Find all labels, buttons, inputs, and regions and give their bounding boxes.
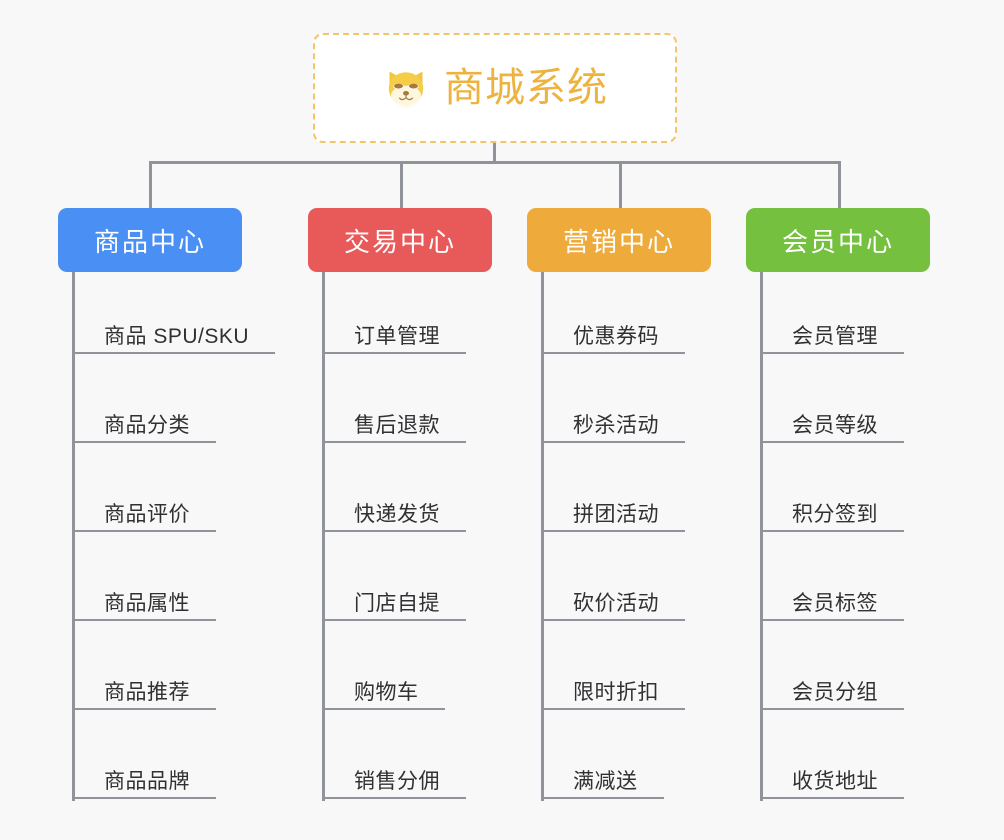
leaf-label: 拼团活动 xyxy=(573,503,659,526)
category-label-2: 交易中心 xyxy=(343,226,456,257)
leaf-item[interactable]: 商品 SPU/SKU xyxy=(72,314,276,354)
leaf-label: 商品分类 xyxy=(104,414,190,437)
leaf-item[interactable]: 会员管理 xyxy=(760,314,904,354)
leaf-item[interactable]: 快递发货 xyxy=(322,492,466,532)
leaf-item[interactable]: 门店自提 xyxy=(322,581,466,621)
category-label-1: 商品中心 xyxy=(93,226,206,257)
leaf-item[interactable]: 收货地址 xyxy=(760,759,904,799)
leaf-label: 商品属性 xyxy=(104,592,190,615)
leaf-item[interactable]: 秒杀活动 xyxy=(541,403,685,443)
leaf-label: 会员等级 xyxy=(792,414,878,437)
leaf-label: 积分签到 xyxy=(792,503,878,526)
leaf-label: 门店自提 xyxy=(354,592,440,615)
connector-spine-2 xyxy=(322,272,325,801)
category-box-4[interactable]: 会员中心 xyxy=(746,208,930,272)
leaf-item[interactable]: 砍价活动 xyxy=(541,581,685,621)
leaf-label: 订单管理 xyxy=(354,325,440,348)
connector-root-stem xyxy=(493,143,496,164)
leaf-label: 限时折扣 xyxy=(573,681,659,704)
leaf-item[interactable]: 会员标签 xyxy=(760,581,904,621)
leaf-label: 砍价活动 xyxy=(573,592,659,615)
leaf-label: 会员标签 xyxy=(792,592,878,615)
leaf-label: 购物车 xyxy=(354,681,419,704)
leaf-item[interactable]: 商品推荐 xyxy=(72,670,216,710)
connector-spine-3 xyxy=(541,272,544,801)
leaf-label: 快递发货 xyxy=(354,503,440,526)
category-box-3[interactable]: 营销中心 xyxy=(527,208,711,272)
category-label-3: 营销中心 xyxy=(562,226,675,257)
connector-drop-3 xyxy=(619,161,622,208)
root-title: 商城系统 xyxy=(444,66,608,110)
connector-drop-4 xyxy=(838,161,841,208)
connector-drop-1 xyxy=(149,161,152,208)
category-box-1[interactable]: 商品中心 xyxy=(58,208,242,272)
category-label-4: 会员中心 xyxy=(781,226,894,257)
leaf-item[interactable]: 会员分组 xyxy=(760,670,904,710)
connector-spine-4 xyxy=(760,272,763,801)
leaf-item[interactable]: 商品评价 xyxy=(72,492,216,532)
root-node[interactable]: 商城系统 xyxy=(313,33,677,143)
leaf-item[interactable]: 满减送 xyxy=(541,759,664,799)
connector-horizontal-bus xyxy=(149,161,841,164)
leaf-label: 商品品牌 xyxy=(104,770,190,793)
leaf-label: 收货地址 xyxy=(792,770,878,793)
leaf-item[interactable]: 订单管理 xyxy=(322,314,466,354)
leaf-label: 商品评价 xyxy=(104,503,190,526)
leaf-item[interactable]: 优惠券码 xyxy=(541,314,685,354)
leaf-item[interactable]: 积分签到 xyxy=(760,492,904,532)
leaf-label: 秒杀活动 xyxy=(573,414,659,437)
leaf-item[interactable]: 限时折扣 xyxy=(541,670,685,710)
leaf-label: 优惠券码 xyxy=(573,325,659,348)
leaf-label: 售后退款 xyxy=(354,414,440,437)
leaf-label: 会员分组 xyxy=(792,681,878,704)
shiba-dog-icon xyxy=(382,64,430,112)
leaf-label: 销售分佣 xyxy=(354,770,440,793)
leaf-item[interactable]: 购物车 xyxy=(322,670,445,710)
connector-spine-1 xyxy=(72,272,75,801)
leaf-item[interactable]: 拼团活动 xyxy=(541,492,685,532)
leaf-item[interactable]: 售后退款 xyxy=(322,403,466,443)
leaf-item[interactable]: 商品分类 xyxy=(72,403,216,443)
connector-drop-2 xyxy=(400,161,403,208)
leaf-label: 满减送 xyxy=(573,770,638,793)
leaf-label: 商品 SPU/SKU xyxy=(104,325,250,348)
leaf-item[interactable]: 商品属性 xyxy=(72,581,216,621)
leaf-item[interactable]: 商品品牌 xyxy=(72,759,216,799)
leaf-label: 商品推荐 xyxy=(104,681,190,704)
leaf-label: 会员管理 xyxy=(792,325,878,348)
leaf-item[interactable]: 销售分佣 xyxy=(322,759,466,799)
leaf-item[interactable]: 会员等级 xyxy=(760,403,904,443)
category-box-2[interactable]: 交易中心 xyxy=(308,208,492,272)
